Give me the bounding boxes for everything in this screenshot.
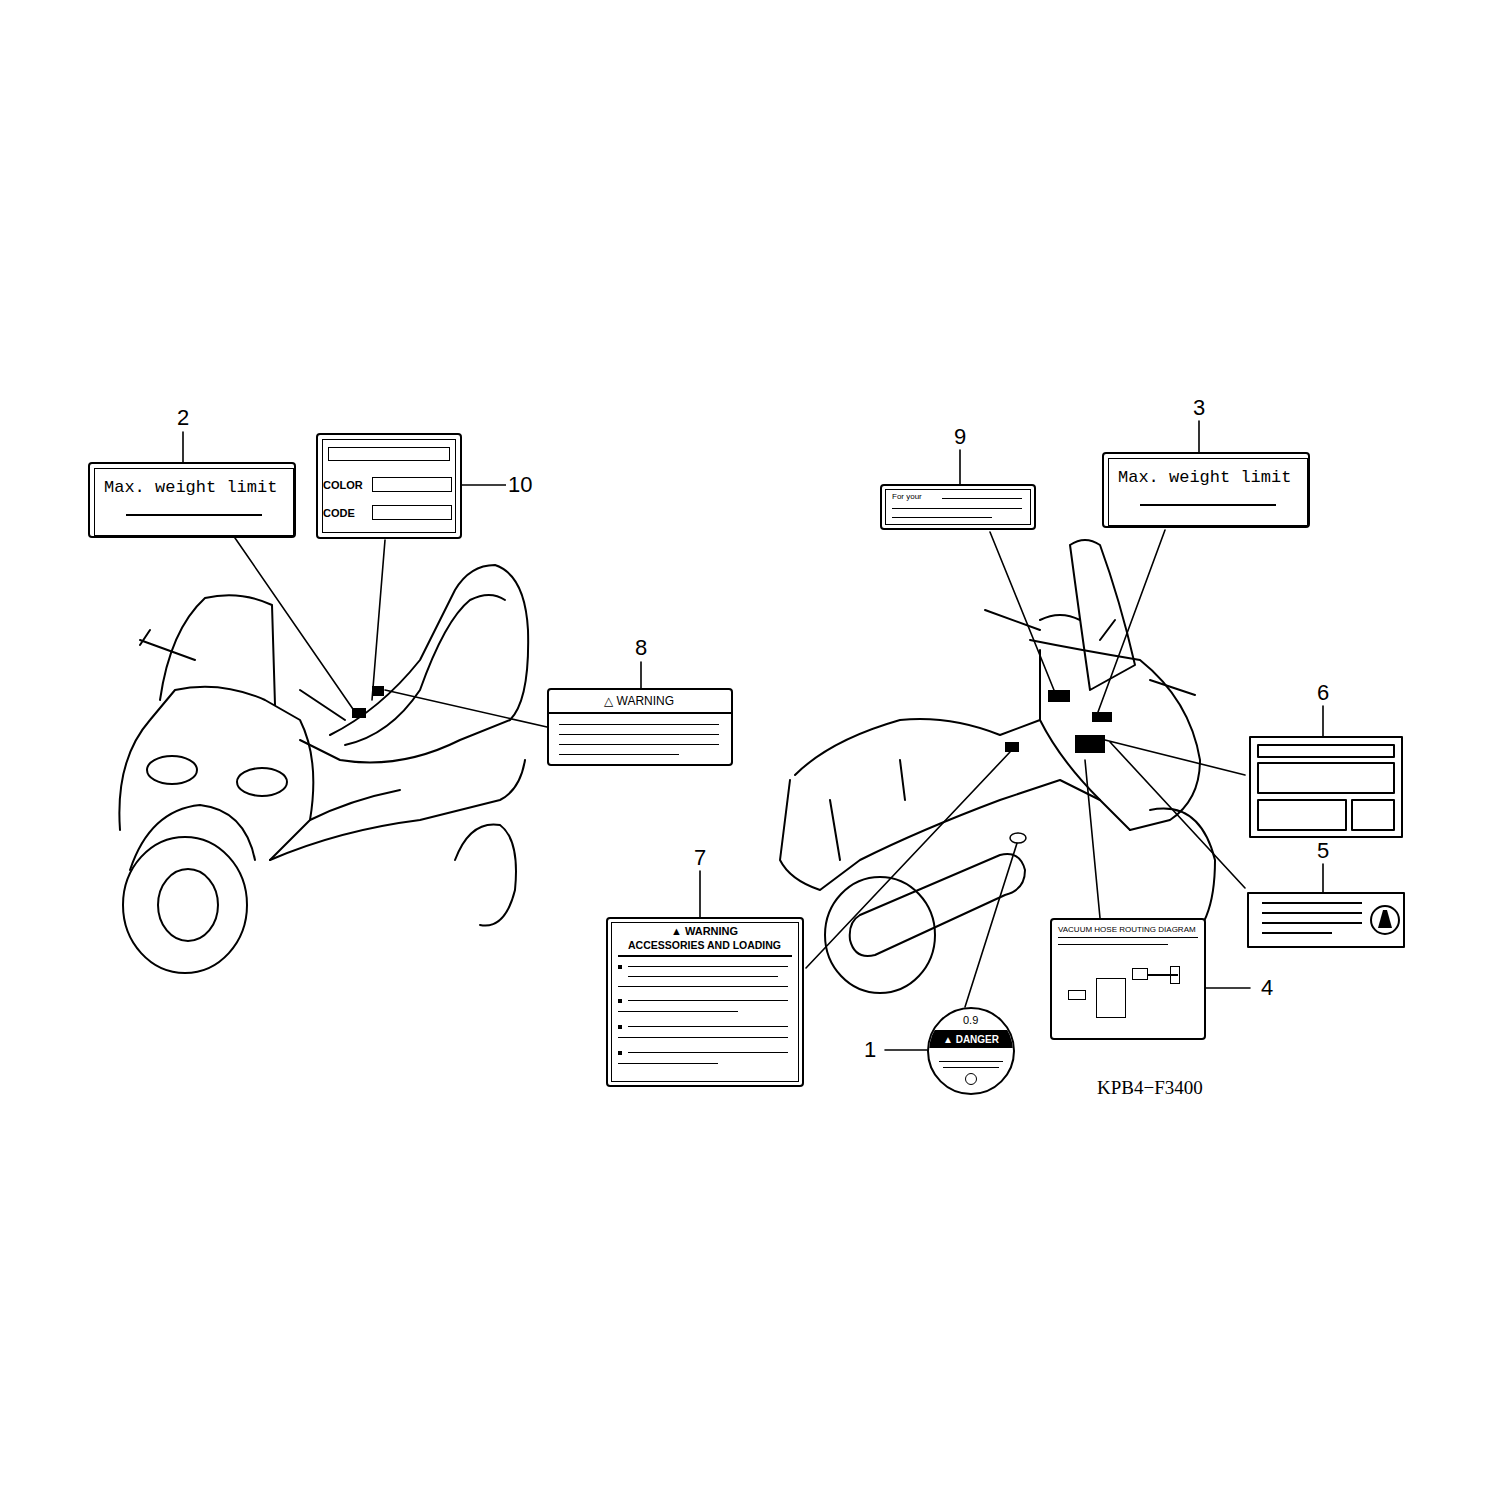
drawing-code: KPB4−F3400 xyxy=(1095,1077,1205,1099)
label-print xyxy=(126,514,262,516)
label-print xyxy=(1096,978,1126,1018)
callout-number: 6 xyxy=(1315,680,1331,705)
label-box: Max. weight limit xyxy=(1102,452,1310,528)
label-print xyxy=(943,1067,999,1068)
label-box: Max. weight limit xyxy=(88,462,296,538)
label-print xyxy=(618,955,792,957)
label-text: CODE xyxy=(323,507,355,520)
label-print xyxy=(559,754,679,755)
label-print xyxy=(628,1000,788,1001)
label-print xyxy=(965,1073,977,1085)
label-print xyxy=(618,1037,788,1038)
label-print xyxy=(559,724,719,725)
label-text: COLOR xyxy=(323,479,363,492)
label-print xyxy=(372,505,452,520)
warning-label: △ WARNING xyxy=(547,688,733,766)
label-print xyxy=(1148,974,1178,976)
label-print xyxy=(372,477,452,492)
label-print xyxy=(892,517,992,518)
label-text: 0.9 xyxy=(963,1014,978,1027)
label-text: ▲ DANGER xyxy=(941,1034,1001,1046)
label-print xyxy=(1132,968,1148,980)
label-text: ACCESSORIES AND LOADING xyxy=(628,939,781,951)
label-print xyxy=(1170,966,1180,984)
callout-number: 10 xyxy=(506,472,534,497)
label-print xyxy=(939,1061,1003,1062)
label-print xyxy=(328,447,450,461)
warning-label: ▲ WARNINGACCESSORIES AND LOADING xyxy=(606,917,804,1087)
callout-number: 7 xyxy=(692,845,708,870)
label-print xyxy=(628,1052,788,1053)
label-print xyxy=(618,1011,738,1012)
label-print xyxy=(549,712,731,714)
callout-number: 4 xyxy=(1259,975,1275,1000)
label-print xyxy=(628,1026,788,1027)
label-print xyxy=(618,999,622,1003)
label-print xyxy=(618,1063,718,1064)
label-text: ▲ WARNING xyxy=(671,925,738,938)
label-text: △ WARNING xyxy=(604,695,674,709)
label-print xyxy=(1058,937,1198,938)
label-print xyxy=(628,966,788,967)
callout-number: 2 xyxy=(175,405,191,430)
label-text: Max. weight limit xyxy=(1118,468,1291,488)
label-print xyxy=(1140,504,1276,506)
label-box: For your xyxy=(880,484,1036,530)
label-print xyxy=(618,986,788,987)
label-print xyxy=(892,508,1022,509)
label-print xyxy=(559,734,719,735)
label-box: COLOR CODE xyxy=(316,433,462,539)
label-print xyxy=(942,498,1022,499)
label-text: For your xyxy=(892,492,922,501)
label-print xyxy=(618,1051,622,1055)
label-text: VACUUM HOSE ROUTING DIAGRAM xyxy=(1058,925,1196,934)
label-print xyxy=(1058,944,1168,945)
label-print xyxy=(559,744,719,745)
label-text: Max. weight limit xyxy=(104,478,277,498)
label-print xyxy=(618,965,622,969)
callout-number: 9 xyxy=(952,424,968,449)
label-print xyxy=(628,976,778,977)
callout-number: 3 xyxy=(1191,395,1207,420)
callout-number: 5 xyxy=(1315,838,1331,863)
danger-sticker: 0.9 ▲ DANGER xyxy=(927,1007,1015,1095)
label-print xyxy=(1068,990,1086,1000)
callout-number: 1 xyxy=(862,1037,878,1062)
vacuum-hose-label: VACUUM HOSE ROUTING DIAGRAM xyxy=(1050,918,1206,1040)
callout-number: 8 xyxy=(633,635,649,660)
label-print xyxy=(618,1025,622,1029)
